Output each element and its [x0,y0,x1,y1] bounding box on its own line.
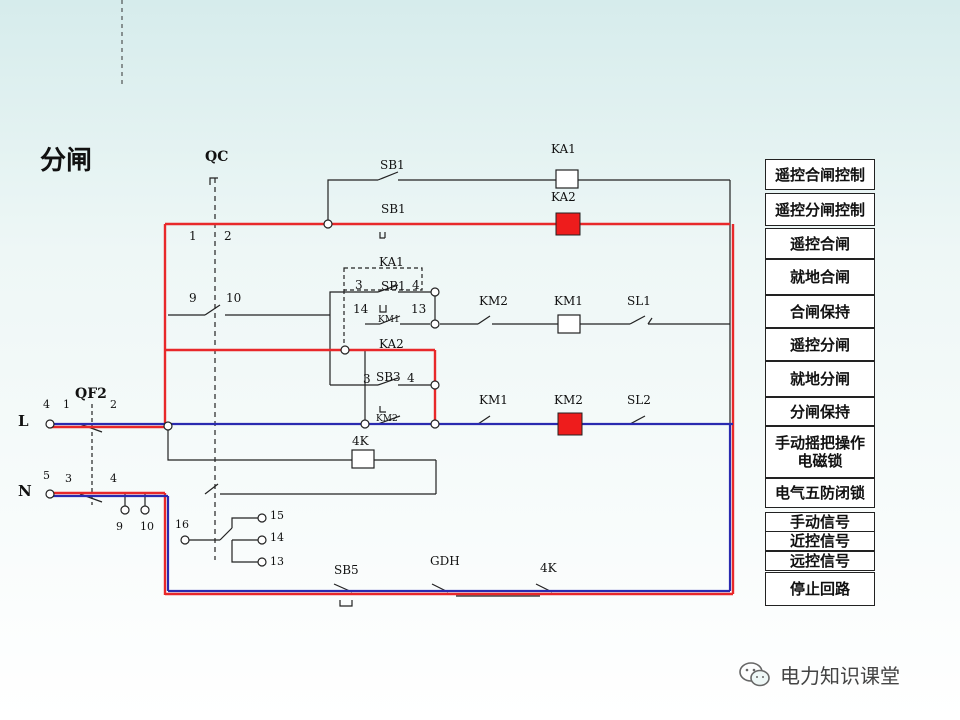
label-ka1-contact: KA1 [379,255,404,269]
label-km1-bottom: KM1 [479,393,508,407]
label-sl2: SL2 [627,393,651,407]
label-sb1-top: SB1 [380,158,405,172]
term-s16: 16 [175,518,189,531]
term-1: 1 [189,229,197,243]
label-km2-top: KM2 [479,294,508,308]
label-ka2-contact: KA2 [379,337,404,351]
label-km2: KM2 [554,393,583,407]
wechat-icon [739,661,770,686]
term-q5: 5 [43,469,50,482]
term-s13: 13 [270,555,284,568]
black-wiring [79,171,731,607]
term-10: 10 [226,291,241,305]
legend-item: 电气五防闭锁 [765,478,875,508]
term-q4: 4 [43,398,50,411]
label-sb5: SB5 [334,563,359,577]
watermark: 电力知识课堂 [738,660,900,689]
km1-coil [557,314,581,334]
legend-item: 就地分闸 [765,361,875,397]
label-sb1-third: SB1 [381,279,406,293]
label-qc: QC [205,149,228,165]
term-3a: 3 [355,278,363,292]
legend-item: 停止回路 [765,572,875,606]
label-4k: 4K [352,434,370,448]
term-q1: 1 [63,398,70,411]
term-9: 9 [189,291,197,305]
label-sl1: SL1 [627,294,651,308]
legend-item: 分闸保持 [765,397,875,426]
term-s14: 14 [270,531,284,544]
blue-circuit [48,422,733,593]
term-3b: 3 [363,372,371,386]
term-13a: 13 [411,302,426,316]
label-sb3: SB3 [376,370,401,384]
label-l: L [18,412,29,430]
ka1-coil [555,169,579,189]
page-title: 分闸 [40,146,93,176]
legend-item: 遥控合闸控制 [765,159,875,190]
watermark-text: 电力知识课堂 [780,664,900,688]
label-qf2: QF2 [75,386,107,402]
term-q3: 3 [65,472,72,485]
label-n: N [18,482,32,500]
term-q4b: 4 [110,472,117,485]
ka2-coil [555,212,581,236]
term-b10: 10 [140,520,154,533]
legend-item: 就地合闸 [765,259,875,295]
label-4k-bottom: 4K [540,561,558,575]
diagram-labels: QC SB1 SB1 KA1 KA2 1 2 9 10 KA1 3 SB1 4 … [18,142,651,577]
legend-item: 手动信号 [765,512,875,532]
term-s15: 15 [270,509,284,522]
term-4b: 4 [407,371,415,385]
legend-item: 遥控合闸 [765,228,875,259]
legend-item: 遥控分闸控制 [765,193,875,226]
label-ka1: KA1 [551,142,576,156]
red-circuit [48,222,735,596]
label-gdh: GDH [430,554,460,568]
term-q2: 2 [110,398,117,411]
terminal-nodes [45,219,440,567]
legend-item: 手动摇把操作电磁锁 [765,426,875,478]
term-2: 2 [224,229,232,243]
term-14a: 14 [353,302,369,316]
term-b9: 9 [116,520,123,533]
legend-item: 近控信号 [765,531,875,551]
km2-coil [557,412,583,436]
label-km1-small: KM1 [378,315,400,325]
term-4a: 4 [412,278,420,292]
legend-item: 合闸保持 [765,295,875,328]
label-ka2: KA2 [551,190,576,204]
label-km1: KM1 [554,294,583,308]
legend-item: 遥控分闸 [765,328,875,361]
label-km2-small: KM2 [376,414,398,424]
label-sb1-second: SB1 [381,202,406,216]
k4-coil [351,449,375,469]
legend-item: 远控信号 [765,551,875,571]
